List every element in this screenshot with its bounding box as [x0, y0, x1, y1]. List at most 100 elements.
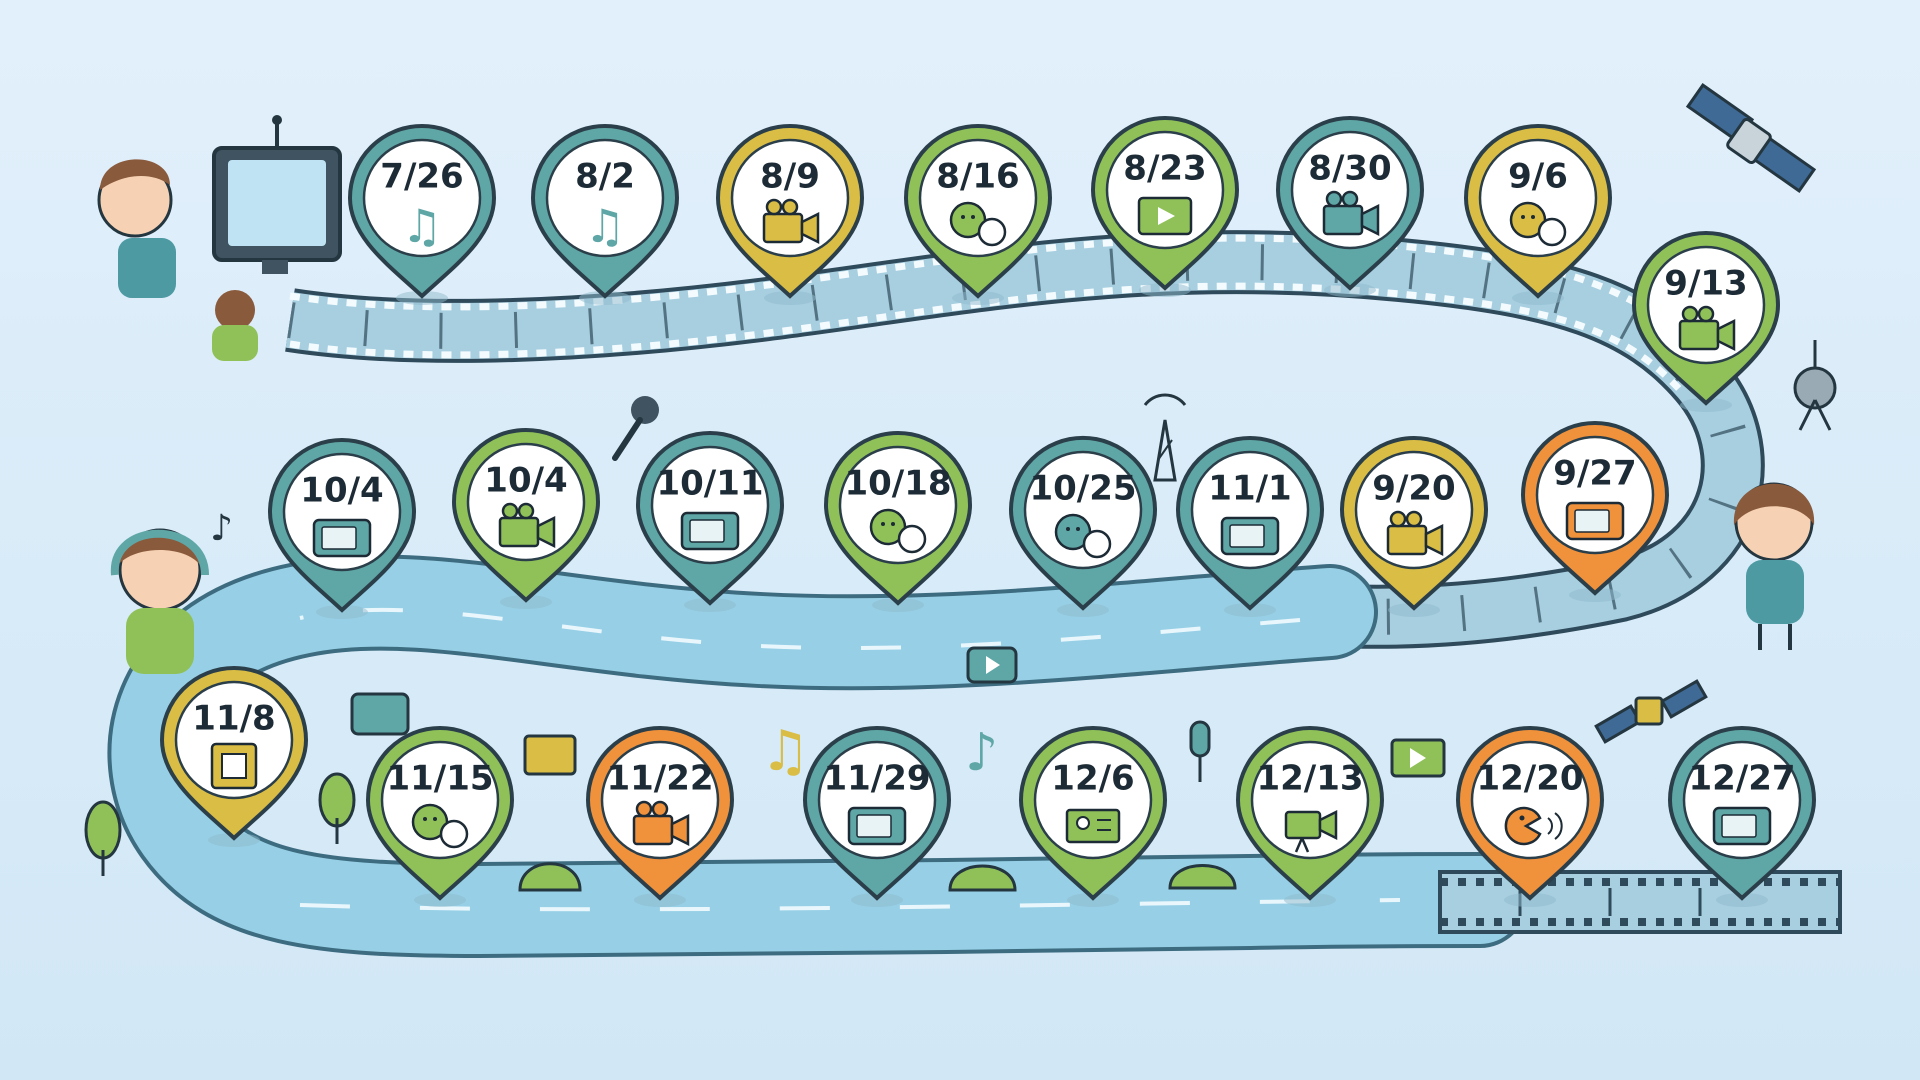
svg-text:♫: ♫: [584, 199, 625, 253]
pin-date-label: 11/22: [606, 759, 713, 799]
timeline-pin[interactable]: 10/25: [1008, 436, 1158, 617]
pin-face: [1250, 740, 1370, 860]
chat-bubbles-icon: [1509, 201, 1567, 247]
pin-date-label: 11/15: [386, 759, 493, 799]
satellite-icon: [1685, 83, 1817, 193]
video-camera-icon: [1322, 190, 1380, 237]
timeline-pin[interactable]: 12/20: [1455, 726, 1605, 907]
timeline-pin[interactable]: 12/6: [1018, 726, 1168, 907]
antenna-icon: [1793, 340, 1837, 431]
pin-date-label: 10/4: [300, 471, 383, 511]
video-camera-icon: [1678, 305, 1736, 352]
timeline-pin[interactable]: 8/16: [903, 124, 1053, 305]
timeline-pin[interactable]: 12/27: [1667, 726, 1817, 907]
id-card-icon: [1065, 808, 1121, 844]
tree-icon: [84, 800, 122, 876]
pin-face: [362, 138, 482, 258]
film-strip-end: [1438, 870, 1842, 934]
pin-face: [1470, 740, 1590, 860]
tv-icon: [1565, 501, 1625, 541]
bush-icon: [1168, 864, 1237, 890]
timeline-pin[interactable]: 11/22: [585, 726, 735, 907]
timeline-pin[interactable]: 12/13: [1235, 726, 1385, 907]
music-note-icon: ♫: [760, 719, 810, 784]
tv-icon: [350, 692, 410, 736]
chat-bubbles-icon: [949, 201, 1007, 247]
tv-icon: [847, 806, 907, 846]
video-camera-icon: [762, 198, 820, 245]
film-camera-icon: [1284, 809, 1338, 853]
pin-date-label: 8/2: [575, 157, 635, 197]
timeline-pin[interactable]: 9/27: [1520, 421, 1670, 602]
pin-date-label: 12/27: [1688, 759, 1795, 799]
timeline-pin[interactable]: 7/26♫: [347, 124, 497, 305]
pin-face: [1023, 450, 1143, 570]
timeline-pin[interactable]: 9/13: [1631, 231, 1781, 412]
music-note-icon: ♫: [584, 199, 625, 253]
pin-date-label: 9/6: [1508, 157, 1568, 197]
timeline-pin[interactable]: 8/2♫: [530, 124, 680, 305]
timeline-pin[interactable]: 8/30: [1275, 116, 1425, 297]
pin-face: [838, 445, 958, 565]
pin-date-label: 12/20: [1476, 759, 1583, 799]
chat-bubbles-icon: [1054, 513, 1112, 559]
tv-icon: [523, 734, 577, 776]
video-camera-icon: [498, 502, 556, 549]
svg-text:♪: ♪: [210, 508, 233, 549]
timeline-pin[interactable]: 11/1: [1175, 436, 1325, 617]
timeline-pin[interactable]: 10/18: [823, 431, 973, 612]
play-screen-icon: [1137, 196, 1193, 236]
microphone-icon: [612, 396, 659, 461]
radio-tower-icon: [1143, 393, 1187, 482]
bush-icon: [948, 864, 1017, 892]
pin-date-label: 12/13: [1256, 759, 1363, 799]
microphone-icon: [1189, 720, 1211, 782]
video-camera-icon: [1386, 510, 1444, 557]
timeline-pin[interactable]: 9/6: [1463, 124, 1613, 305]
tv-icon: [1220, 516, 1280, 556]
music-note-icon: ♫: [401, 199, 442, 253]
pin-date-label: 11/1: [1208, 469, 1291, 509]
music-note-icon: ♪: [965, 723, 998, 783]
pin-date-label: 9/13: [1664, 264, 1747, 304]
river-track: [107, 554, 1528, 959]
pin-date-label: 9/27: [1553, 454, 1636, 494]
pin-face: [1033, 740, 1153, 860]
svg-text:♫: ♫: [760, 719, 810, 784]
timeline-pin[interactable]: 9/20: [1339, 436, 1489, 617]
pin-date-label: 8/9: [760, 157, 820, 197]
tv-icon: [1712, 806, 1772, 846]
chat-bubbles-icon: [411, 803, 469, 849]
timeline-pin[interactable]: 11/15: [365, 726, 515, 907]
pin-date-label: 11/29: [823, 759, 930, 799]
timeline-pin[interactable]: 8/23: [1090, 116, 1240, 297]
timeline-pin[interactable]: 10/4: [451, 428, 601, 609]
timeline-pin[interactable]: 8/9: [715, 124, 865, 305]
pin-date-label: 12/6: [1051, 759, 1134, 799]
pin-date-label: 7/26: [380, 157, 463, 197]
tree-icon: [318, 772, 356, 844]
film-frame-icon: [210, 742, 258, 790]
pin-face: [380, 740, 500, 860]
pin-date-label: 8/16: [936, 157, 1019, 197]
speaking-face-icon: [1504, 806, 1563, 846]
pin-date-label: 10/4: [484, 461, 567, 501]
timeline-pin[interactable]: 11/29: [802, 726, 952, 907]
film-strip-track: [285, 230, 1765, 649]
pin-face: [1478, 138, 1598, 258]
pin-face: [1105, 130, 1225, 250]
pin-date-label: 11/8: [192, 699, 275, 739]
timeline-pin[interactable]: 11/8: [159, 666, 309, 847]
timeline-pin[interactable]: 10/11: [635, 431, 785, 612]
satellite-icon: [1594, 679, 1708, 744]
tv-icon: [312, 518, 372, 558]
child-watching-tv-icon: [97, 115, 342, 361]
timeline-pin[interactable]: 10/4: [267, 438, 417, 619]
girl-standing-icon: [1733, 482, 1815, 650]
pin-date-label: 10/25: [1029, 469, 1136, 509]
music-note-icon: ♪: [210, 508, 233, 549]
pin-date-label: 9/20: [1372, 469, 1455, 509]
pin-face: [918, 138, 1038, 258]
tv-icon: [680, 511, 740, 551]
